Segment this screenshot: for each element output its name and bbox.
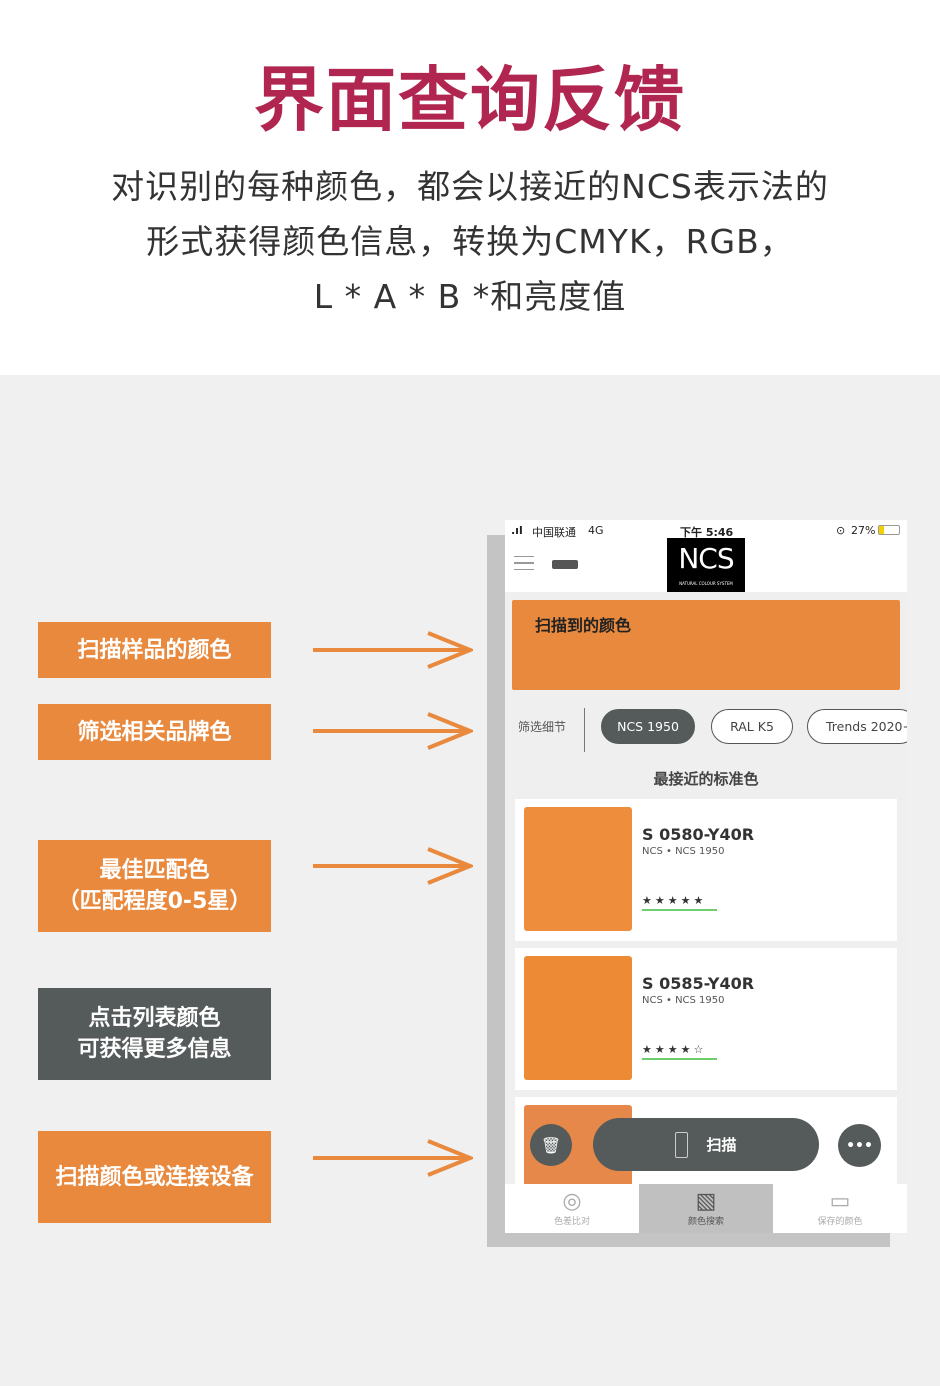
clock: 下午 5:46 xyxy=(680,526,734,539)
scan-label: 扫描 xyxy=(706,1136,737,1154)
color-code: S 0585-Y40R xyxy=(642,974,755,993)
callout-scan-sample: 扫描样品的颜色 xyxy=(38,622,271,678)
color-code: S 0580-Y40R xyxy=(642,825,755,844)
logo-text: NCS xyxy=(678,542,734,575)
tab-color-compare[interactable]: ◎ 色差比对 xyxy=(505,1184,639,1233)
filter-label: 筛选细节 xyxy=(518,720,567,734)
callout-line: （匹配程度0-5星） xyxy=(57,889,252,914)
network: 4G xyxy=(588,524,604,537)
page-title: 界面查询反馈 xyxy=(254,59,686,141)
trash-icon[interactable]: 🗑 xyxy=(530,1124,572,1166)
chip-ncs-1950[interactable]: NCS 1950 xyxy=(601,709,695,744)
color-cards-icon: ▧ xyxy=(695,1189,717,1214)
scanned-color-panel[interactable]: 扫描到的颜色 xyxy=(512,600,900,690)
tab-label: 颜色搜索 xyxy=(687,1217,724,1227)
result-card[interactable]: S 0580-Y40R NCS • NCS 1950 ★★★★★ xyxy=(515,799,897,941)
color-system: NCS • NCS 1950 xyxy=(642,995,725,1006)
scanner-icon xyxy=(675,1131,689,1158)
more-icon[interactable]: ••• xyxy=(838,1124,881,1167)
subtitle-line: 对识别的每种颜色，都会以接近的NCS表示法的 xyxy=(111,167,829,206)
match-stars: ★★★★★ xyxy=(642,894,717,911)
filter-divider xyxy=(584,708,585,752)
carrier: 中国联通 xyxy=(532,526,576,539)
battery-percent: 27% xyxy=(851,524,876,537)
callout-line: 可获得更多信息 xyxy=(77,1037,232,1062)
header-section: 界面查询反馈 对识别的每种颜色，都会以接近的NCS表示法的 形式获得颜色信息，转… xyxy=(0,0,940,375)
phone-screen: .ıl 中国联通 4G 下午 5:46 ⊙ 27% NCS NATURAL COL… xyxy=(505,520,907,1233)
signal-icon: .ıl xyxy=(511,524,523,537)
tab-label: 色差比对 xyxy=(553,1217,590,1227)
callout-scan-device: 扫描颜色或连接设备 xyxy=(38,1131,271,1223)
color-swatch xyxy=(524,807,632,931)
nearest-heading: 最接近的标准色 xyxy=(653,770,759,788)
subtitle-line: 形式获得颜色信息，转换为CMYK，RGB， xyxy=(146,222,794,261)
callout-line: 最佳匹配色 xyxy=(99,858,210,883)
ncs-logo: NCS NATURAL COLOUR SYSTEM xyxy=(667,538,745,592)
chip-ral-k5[interactable]: RAL K5 xyxy=(711,709,793,744)
arrow-icon xyxy=(313,1139,473,1177)
menu-icon[interactable] xyxy=(514,556,534,570)
arrow-icon xyxy=(313,712,473,750)
subtitle-line: L * A * B *和亮度值 xyxy=(313,277,627,316)
arrow-icon xyxy=(313,631,473,669)
logo-tagline: NATURAL COLOUR SYSTEM xyxy=(679,581,733,586)
color-swatch xyxy=(524,956,632,1080)
folder-icon: ▭ xyxy=(829,1189,851,1214)
color-system: NCS • NCS 1950 xyxy=(642,846,725,857)
match-stars: ★★★★☆ xyxy=(642,1043,717,1060)
result-card[interactable]: S 0585-Y40R NCS • NCS 1950 ★★★★☆ xyxy=(515,948,897,1090)
callout-best-match: 最佳匹配色 （匹配程度0-5星） xyxy=(38,840,271,932)
arrow-icon xyxy=(313,847,473,885)
app-header: NCS NATURAL COLOUR SYSTEM xyxy=(505,538,907,592)
tab-label: 保存的颜色 xyxy=(817,1217,863,1227)
compare-icon: ◎ xyxy=(562,1189,582,1214)
chip-trends-2020[interactable]: Trends 2020+ xyxy=(807,709,907,744)
callout-tap-list: 点击列表颜色 可获得更多信息 xyxy=(38,988,271,1080)
status-bar: .ıl 中国联通 4G 下午 5:46 ⊙ 27% xyxy=(505,520,907,542)
tab-color-search[interactable]: ▧ 颜色搜索 xyxy=(639,1184,773,1233)
callout-line: 点击列表颜色 xyxy=(88,1006,221,1031)
device-battery-icon[interactable] xyxy=(552,560,578,569)
tab-saved-colors[interactable]: ▭ 保存的颜色 xyxy=(773,1184,907,1233)
callout-filter-brand: 筛选相关品牌色 xyxy=(38,704,271,760)
battery-icon xyxy=(878,525,900,535)
scan-button[interactable]: 扫描 xyxy=(593,1118,819,1171)
rotation-lock-icon: ⊙ xyxy=(836,524,846,537)
tab-bar: ◎ 色差比对 ▧ 颜色搜索 ▭ 保存的颜色 xyxy=(505,1184,907,1233)
